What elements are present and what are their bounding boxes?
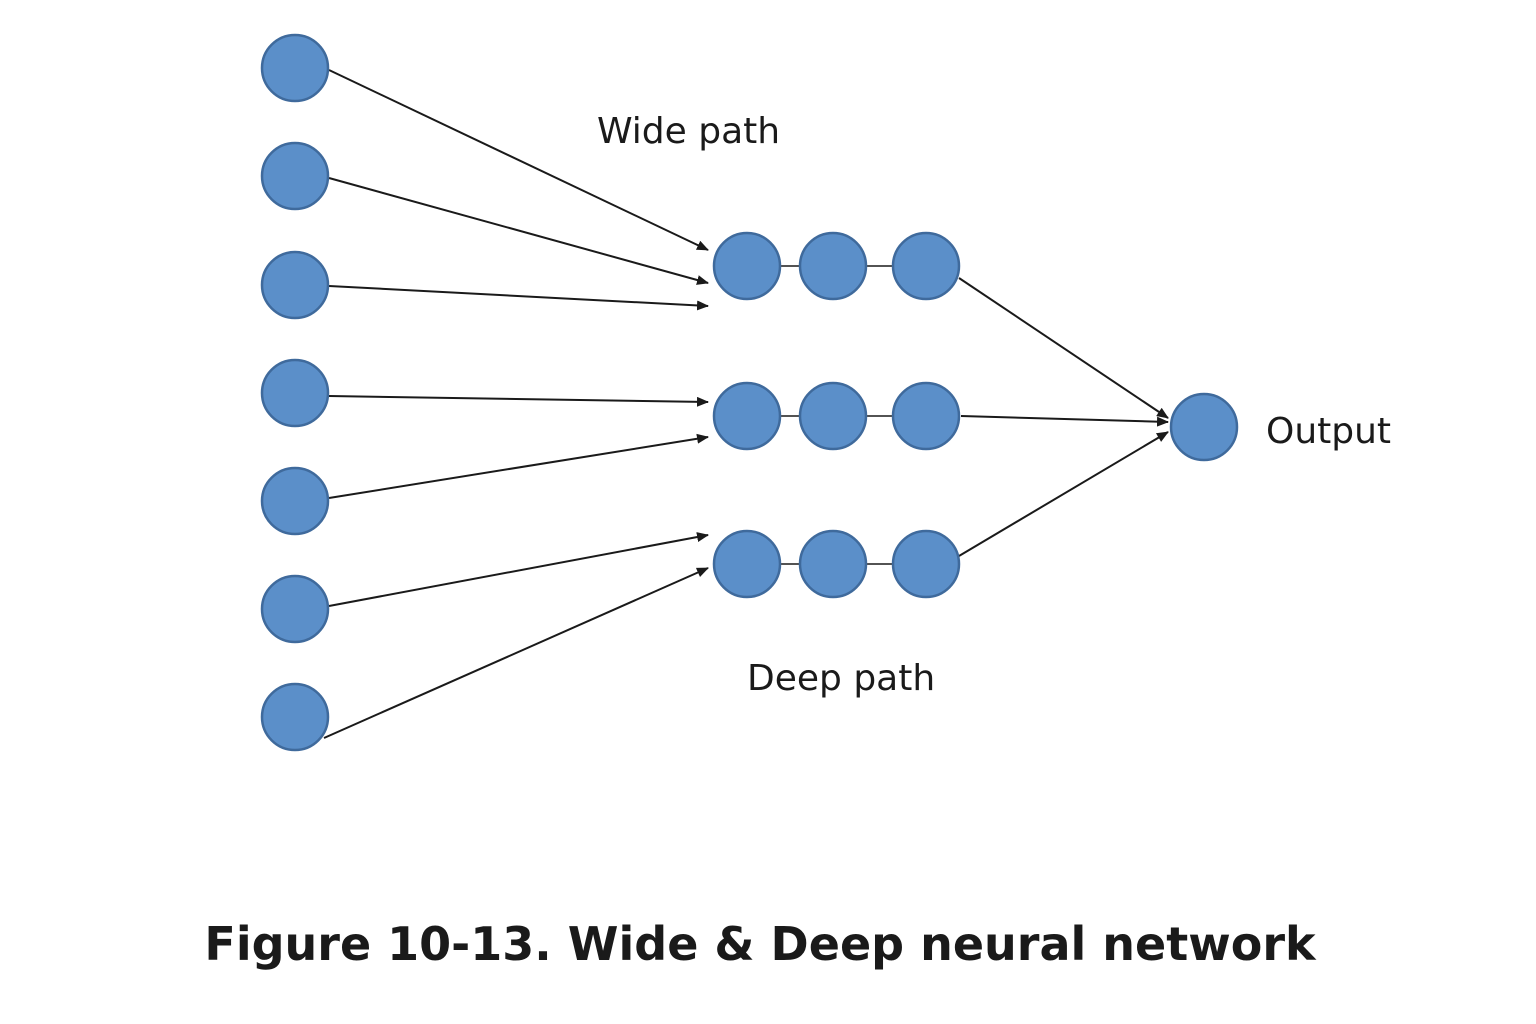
edge-input-6 bbox=[328, 532, 709, 607]
edge-input-1 bbox=[328, 69, 709, 251]
hidden-chain-links bbox=[781, 265, 892, 565]
hidden-node bbox=[712, 231, 782, 301]
output-node bbox=[1169, 392, 1239, 462]
output-label: Output bbox=[1266, 411, 1391, 452]
input-layer bbox=[260, 33, 330, 752]
hidden-node bbox=[891, 381, 961, 451]
input-node bbox=[260, 33, 330, 103]
hidden-node bbox=[891, 231, 961, 301]
hidden-node bbox=[798, 231, 868, 301]
input-node bbox=[260, 682, 330, 752]
edge-row3-output bbox=[958, 431, 1169, 557]
hidden-row-wide bbox=[712, 231, 961, 301]
edge-row2-output bbox=[960, 415, 1169, 427]
input-node bbox=[260, 574, 330, 644]
edge-input-3 bbox=[328, 285, 709, 311]
figure-caption: Figure 10-13. Wide & Deep neural network bbox=[204, 917, 1317, 971]
input-node bbox=[260, 141, 330, 211]
edge-row1-output bbox=[958, 277, 1169, 419]
hidden-row-deep bbox=[712, 529, 961, 599]
hidden-row-middle bbox=[712, 381, 961, 451]
output-edges bbox=[958, 277, 1169, 557]
deep-path-label: Deep path bbox=[747, 658, 935, 699]
hidden-node bbox=[712, 381, 782, 451]
hidden-node bbox=[712, 529, 782, 599]
hidden-node bbox=[891, 529, 961, 599]
edge-input-5 bbox=[328, 433, 709, 499]
input-edges bbox=[323, 69, 709, 739]
input-node bbox=[260, 358, 330, 428]
hidden-node bbox=[798, 529, 868, 599]
edge-input-2 bbox=[328, 177, 709, 285]
edge-input-4 bbox=[328, 395, 709, 407]
input-node bbox=[260, 466, 330, 536]
input-node bbox=[260, 250, 330, 320]
hidden-node bbox=[798, 381, 868, 451]
edge-input-7 bbox=[323, 567, 709, 739]
wide-path-label: Wide path bbox=[597, 111, 780, 152]
